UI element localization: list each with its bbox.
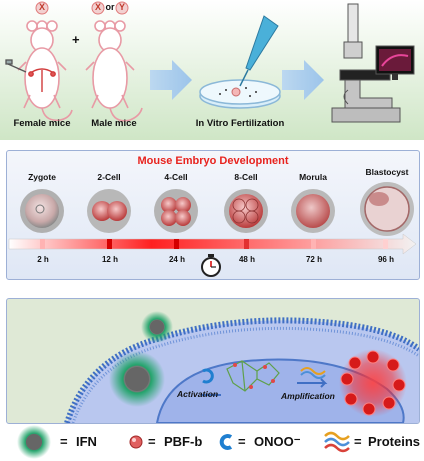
time-label-12h: 12 h	[101, 255, 118, 264]
protein-aggregate-ring	[340, 350, 406, 416]
amplification-label: Amplification	[281, 391, 335, 401]
timeline-panel: Mouse Embryo Development Zygote 2-Cell 4…	[6, 150, 420, 280]
petri-dish-icon	[199, 79, 281, 109]
arrow-to-ivf-icon	[150, 60, 192, 100]
stage-label-2cell: 2-Cell	[97, 172, 121, 182]
legend-onoo-eq: =	[238, 434, 246, 449]
onoo-icon	[202, 368, 214, 384]
legend-ifn-eq: =	[60, 434, 68, 449]
microscope-icon	[331, 3, 401, 123]
time-label-24h: 24 h	[168, 255, 185, 264]
marker-x-male: X	[94, 2, 101, 12]
ifn-nanoparticle-icon	[141, 311, 173, 343]
chromosome-markers	[35, 1, 129, 15]
stopwatch-icon	[201, 254, 221, 277]
legend-onoo-icon	[219, 434, 233, 450]
marker-x-female: X	[38, 2, 45, 12]
top-panel-art	[0, 0, 424, 140]
legend-proteins-icon	[324, 431, 350, 453]
embryo-blastocyst-icon	[360, 182, 414, 236]
time-label-72h: 72 h	[305, 255, 322, 264]
time-label-2h: 2 h	[37, 255, 49, 264]
embryo-8cell-icon	[224, 189, 268, 233]
pbf-b-dots	[233, 363, 275, 389]
female-mice-label: Female mice	[13, 118, 71, 129]
stage-label-morula: Morula	[299, 172, 327, 182]
ifn-nanoparticle-large-icon	[109, 351, 165, 407]
marker-y-male: Y	[118, 2, 125, 12]
monitor-icon	[375, 45, 415, 80]
syringe-icon	[5, 59, 27, 73]
male-mouse-icon	[85, 20, 143, 122]
legend-pbf-b-icon	[129, 435, 143, 449]
legend-proteins-label: Proteins	[368, 434, 421, 449]
amplification-arrow-icon	[297, 378, 328, 388]
time-label-96h: 96 h	[377, 255, 394, 264]
embryo-4cell-icon	[154, 189, 198, 233]
mechanism-art	[64, 311, 419, 423]
stage-label-4cell: 4-Cell	[164, 172, 188, 182]
marker-or: or	[105, 2, 115, 12]
legend-pbf-b-eq: =	[148, 434, 156, 449]
legend-ifn-icon	[17, 425, 51, 459]
legend-onoo-label: ONOO⁻	[254, 434, 301, 449]
timeline-arrow-bar	[8, 233, 417, 255]
stage-label-zygote: Zygote	[28, 172, 56, 182]
female-reproductive-organs-icon	[28, 68, 56, 92]
stage-label-8cell: 8-Cell	[234, 172, 258, 182]
embryo-zygote-icon	[20, 189, 64, 233]
plus-sign: +	[72, 32, 80, 47]
stage-label-blastocyst: Blastocyst	[365, 167, 409, 177]
timeline-art	[8, 182, 417, 277]
protein-icon	[300, 367, 326, 379]
female-mouse-icon	[17, 20, 73, 122]
top-panel: X X or Y + Female mice Male mice In Vitr…	[0, 0, 424, 140]
embryo-2cell-icon	[87, 189, 131, 233]
embryo-morula-icon	[291, 189, 335, 233]
legend-pbf-b-label: PBF-b	[164, 434, 203, 449]
male-mice-label: Male mice	[91, 118, 137, 129]
timeline-title: Mouse Embryo Development	[137, 155, 289, 167]
arrow-to-microscope-icon	[282, 60, 324, 100]
ivf-label: In Vitro Fertilization	[195, 118, 285, 129]
legend-proteins-eq: =	[354, 434, 362, 449]
timeline-ticks	[40, 239, 388, 249]
time-label-48h: 48 h	[238, 255, 255, 264]
legend-ifn-label: IFN	[76, 434, 97, 449]
mechanism-panel: Activation Amplification	[6, 298, 420, 424]
pipette-icon	[239, 15, 279, 87]
activation-network	[226, 360, 280, 392]
legend: = IFN = PBF-b = ONOO⁻ = Proteins	[0, 424, 424, 461]
cell-membrane	[64, 317, 419, 423]
activation-label: Activation	[177, 389, 219, 399]
